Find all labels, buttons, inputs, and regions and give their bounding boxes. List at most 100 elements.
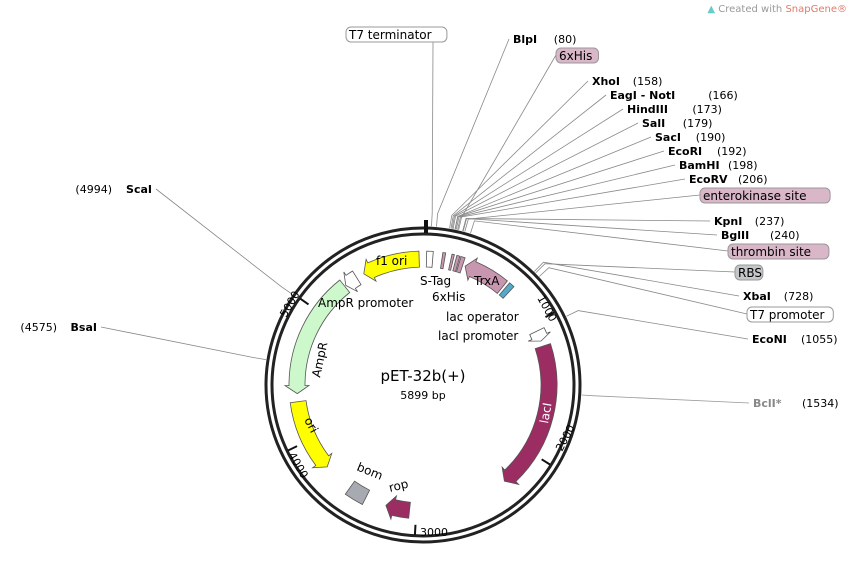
annotation-t7-terminator[interactable]: T7 terminator xyxy=(345,26,448,43)
annotation-bamhi[interactable]: BamHI(198) xyxy=(679,159,758,172)
enzyme-name[interactable]: EcoNI xyxy=(752,333,787,346)
snapgene-brand: SnapGene® xyxy=(785,4,847,15)
backbone-outer xyxy=(264,226,582,544)
enzyme-name[interactable]: BamHI xyxy=(679,159,720,172)
enzyme-position: (4575) xyxy=(20,321,57,334)
feature-bom[interactable] xyxy=(344,480,371,506)
feature-f1-ori[interactable] xyxy=(363,250,420,283)
feature-ampr[interactable] xyxy=(283,279,351,395)
feature-label-rop[interactable]: rop xyxy=(387,477,409,495)
annotation-leader-line xyxy=(581,394,750,404)
enzyme-name[interactable]: EcoRI xyxy=(668,145,702,158)
annotation-bglii[interactable]: BglII(240) xyxy=(721,229,800,242)
enzyme-name[interactable]: SacI xyxy=(655,131,681,144)
feature-label-trxa[interactable]: TrxA xyxy=(473,274,500,288)
enzyme-name[interactable]: HindIII xyxy=(627,103,668,116)
enzyme-name[interactable]: EagI - NotI xyxy=(610,89,675,102)
enzyme-name[interactable]: SalI xyxy=(642,117,665,130)
annotation-xhoi[interactable]: XhoI(158) xyxy=(592,75,662,88)
annotation-kpni[interactable]: KpnI (237) xyxy=(714,215,784,228)
feature-rop[interactable] xyxy=(385,494,411,521)
feature-label-ampr[interactable]: AmpR xyxy=(309,341,330,379)
feature-label-ampr-promoter[interactable]: AmpR promoter xyxy=(318,296,413,310)
feature-tag-label[interactable]: T7 terminator xyxy=(348,28,432,42)
annotation-bcli[interactable]: BclI*(1534) xyxy=(753,397,839,410)
feature-enterokinase-site[interactable] xyxy=(452,254,461,273)
feature-label-f1-ori[interactable]: f1 ori xyxy=(376,254,407,268)
annotation-leader-line xyxy=(449,80,589,229)
feature-ori[interactable] xyxy=(289,400,333,469)
enzyme-name[interactable]: EcoRV xyxy=(689,173,728,186)
snapgene-logo-icon: ▲ xyxy=(707,4,716,15)
enzyme-name[interactable]: BsaI xyxy=(71,321,97,334)
annotation-lines xyxy=(100,38,750,404)
annotation-t7-promoter[interactable]: T7 promoter xyxy=(746,306,834,323)
origin-tick xyxy=(424,220,428,233)
feature-label-laci-promoter[interactable]: lacI promoter xyxy=(438,329,518,343)
feature-laci-promoter[interactable] xyxy=(528,327,551,342)
annotation-scai[interactable]: ScaI (4994) xyxy=(75,183,152,196)
feature-label-ori[interactable]: ori xyxy=(301,415,321,435)
annotation-hindiii[interactable]: HindIII(173) xyxy=(627,103,722,116)
annotation-enterokinase-site[interactable]: enterokinase site xyxy=(699,187,831,204)
enzyme-name[interactable]: XhoI xyxy=(592,75,620,88)
feature-label-s-tag[interactable]: S-Tag xyxy=(420,274,451,288)
annotation-6xhis[interactable]: 6xHis xyxy=(555,47,599,64)
feature-tag-label[interactable]: thrombin site xyxy=(731,245,811,259)
feature-label-bom[interactable]: bom xyxy=(355,460,385,483)
enzyme-name[interactable]: KpnI xyxy=(714,215,742,228)
enzyme-name[interactable]: ScaI xyxy=(126,183,152,196)
enzyme-position: (4994) xyxy=(75,183,112,196)
annotation-rbs[interactable]: RBS xyxy=(734,264,764,281)
enzyme-name[interactable]: XbaI xyxy=(743,290,771,303)
enzyme-name[interactable]: BclI* xyxy=(753,397,782,410)
feature-lac-operator[interactable] xyxy=(498,282,515,299)
annotation-saci[interactable]: SacI(190) xyxy=(655,131,725,144)
annotation-econi[interactable]: EcoNI (1055) xyxy=(752,333,838,346)
enzyme-name[interactable]: BlpI xyxy=(513,33,537,46)
feature-thrombin-site[interactable] xyxy=(456,256,466,274)
annotation-leader-line xyxy=(470,220,729,252)
feature-tag-box xyxy=(746,306,834,323)
annotation-bsai[interactable]: BsaI (4575) xyxy=(20,321,97,334)
annotation-leader-line xyxy=(454,150,665,230)
enzyme-position: (237) xyxy=(755,215,785,228)
annotation-blpi[interactable]: BlpI(80) xyxy=(513,33,576,46)
feature-6xhis[interactable] xyxy=(448,253,455,271)
feature-tag-label[interactable]: RBS xyxy=(738,266,762,280)
tick-label: 5000 xyxy=(277,289,302,320)
tick-3000 xyxy=(413,524,417,535)
credit-text: Created with xyxy=(718,4,783,15)
feature-laci[interactable] xyxy=(501,343,558,486)
annotation-leader-line xyxy=(450,94,607,229)
annotation-leader-line xyxy=(431,41,434,227)
tick-2000 xyxy=(541,458,551,466)
feature-tag-label[interactable]: 6xHis xyxy=(559,49,592,63)
plasmid-size: 5899 bp xyxy=(400,389,445,402)
annotation-leader-line xyxy=(452,122,639,229)
feature-tag-box xyxy=(727,243,830,260)
feature-tag-label[interactable]: T7 promoter xyxy=(749,308,825,322)
enzyme-name[interactable]: BglII xyxy=(721,229,749,242)
enzyme-position: (728) xyxy=(784,290,814,303)
feature-s-tag[interactable] xyxy=(440,252,447,270)
feature-tag-box xyxy=(699,187,831,204)
feature-tag-label[interactable]: enterokinase site xyxy=(703,189,806,203)
enzyme-position: (1055) xyxy=(801,333,838,346)
feature-ampr-promoter[interactable] xyxy=(343,270,362,293)
feature-label-6xhis[interactable]: 6xHis xyxy=(432,290,465,304)
annotation-ecori[interactable]: EcoRI(192) xyxy=(668,145,747,158)
feature-label-lac-operator[interactable]: lac operator xyxy=(446,310,519,324)
feature-trxa[interactable] xyxy=(464,257,508,294)
annotation-ecorv[interactable]: EcoRV(206) xyxy=(689,173,768,186)
annotation-sali[interactable]: SalI(179) xyxy=(642,117,712,130)
annotation-leader-line xyxy=(100,326,267,360)
annotation-thrombin-site[interactable]: thrombin site xyxy=(727,243,830,260)
annotation-leader-line xyxy=(566,310,749,340)
annotation-eagi-noti[interactable]: EagI - NotI(166) xyxy=(610,89,738,102)
feature-label-laci[interactable]: lacI xyxy=(537,402,554,425)
annotation-xbai[interactable]: XbaI (728) xyxy=(743,290,813,303)
feature-t7-terminator[interactable] xyxy=(425,250,434,268)
